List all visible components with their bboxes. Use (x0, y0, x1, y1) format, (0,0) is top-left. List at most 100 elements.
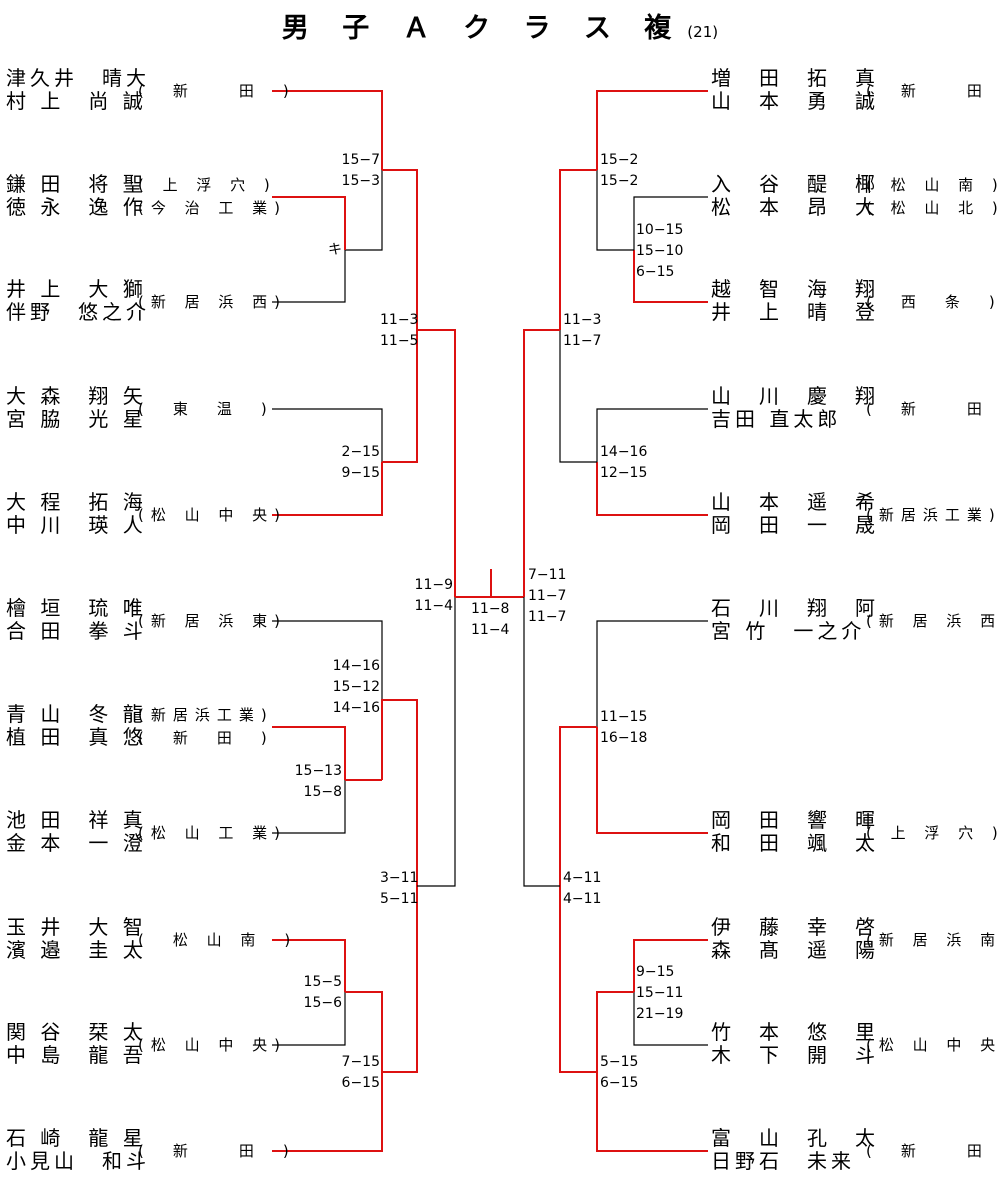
score-final: 11−8 11−4 (471, 601, 510, 638)
score-left-r1-a: 15−7 15−3 (341, 152, 380, 189)
player-name: 竹 本 悠 里 (711, 1020, 879, 1044)
school-name: (新居浜工業) (138, 706, 274, 724)
player-name: 石 川 翔 阿 (711, 596, 879, 620)
bracket-line (272, 992, 346, 1046)
bracket-line (345, 991, 383, 1072)
bracket-line (272, 939, 346, 992)
player-name: 和 田 颯 太 (711, 831, 879, 855)
school-name: ( 松 山 南 ) (866, 176, 1000, 194)
bracket-line (596, 462, 708, 516)
bracket-line (633, 992, 708, 1046)
score-right-sf: 7−11 11−7 11−7 (528, 567, 567, 625)
player-name: 越 智 海 翔 (711, 277, 879, 301)
bracket-line (633, 196, 708, 250)
bracket-line (596, 1072, 708, 1152)
bracket-line (596, 90, 708, 170)
score-right-r2-a: 15−2 15−2 (600, 152, 639, 189)
school-name: ( 新 田 ) (866, 400, 1000, 418)
bracket-line (272, 780, 346, 834)
score-left-r2-d: 7−15 6−15 (341, 1054, 380, 1091)
player-name: 宮 脇 光 星 (6, 407, 147, 431)
school-name: ( 新 田 ) (138, 82, 296, 100)
bracket-line (559, 886, 597, 1073)
score-left-r1-c: 15−13 15−8 (294, 763, 342, 800)
player-name: 井 上 大 獅 (6, 277, 147, 301)
player-name: 増 田 拓 真 (711, 66, 879, 90)
player-name: 津久井 晴大 (6, 66, 150, 90)
player-name: 富 山 孔 太 (711, 1126, 879, 1150)
school-name: ( 新 田 ) (866, 82, 1000, 100)
school-name: ( 新 田 ) (138, 729, 274, 747)
player-name: 青 山 冬 龍 (6, 702, 147, 726)
player-name: 関 谷 栞 太 (6, 1020, 147, 1044)
bracket-line (345, 170, 383, 251)
player-name: 山 川 慶 翔 (711, 384, 879, 408)
school-name: (松 山 工 業) (138, 824, 288, 842)
school-name: ( 新 田 ) (138, 1142, 296, 1160)
score-right-r2-d: 5−15 6−15 (600, 1054, 639, 1091)
player-name: 濱 邉 圭 太 (6, 938, 147, 962)
player-name: 入 谷 醍 椰 (711, 172, 879, 196)
player-name: 大 森 翔 矢 (6, 384, 147, 408)
player-name: 岡 田 響 暉 (711, 808, 879, 832)
bracket-line (596, 170, 634, 251)
bracket-line (272, 408, 383, 462)
player-name: 森 髙 遥 陽 (711, 938, 879, 962)
player-name: 石 崎 龍 星 (6, 1126, 147, 1150)
school-name: (今 治 工 業) (138, 199, 288, 217)
bracket-line (382, 886, 418, 1073)
school-name: (松 山 中 央) (138, 1036, 288, 1054)
entry-count: (21) (687, 23, 719, 41)
bracket-line (633, 250, 708, 303)
player-name: 鎌 田 将 聖 (6, 172, 147, 196)
score-right-r1-a: 10−15 15−10 6−15 (636, 222, 684, 280)
score-right-r2-c: 11−15 16−18 (600, 709, 648, 746)
score-left-r1-d: 15−5 15−6 (303, 974, 342, 1011)
player-name: 玉 井 大 智 (6, 915, 147, 939)
school-name: (新 居 浜 南) (866, 931, 1000, 949)
bracket-line (559, 726, 597, 886)
school-name: ( 上 浮 穴 ) (138, 176, 277, 194)
bracket-line (381, 699, 418, 886)
school-name: (新 居 浜 東) (138, 612, 288, 630)
bracket-line (272, 250, 346, 303)
player-name: 植 田 真 悠 (6, 725, 147, 749)
bracket-line (272, 1072, 383, 1152)
score-left-r3-a: 11−9 11−4 (414, 577, 453, 614)
player-name: 中 川 瑛 人 (6, 513, 147, 537)
score-right-r3-a: 11−3 11−7 (563, 312, 602, 349)
bracket-line (559, 169, 597, 330)
bracket-line (596, 991, 634, 1072)
school-name: (松 山 中 央) (866, 1036, 1000, 1054)
bracket-line (559, 330, 597, 463)
bracket-line (382, 169, 418, 330)
bracket-line (523, 597, 560, 887)
bracket-line (272, 726, 346, 780)
bracket-line (272, 462, 383, 516)
bracket-line (417, 597, 456, 887)
player-name: 村 上 尚 誠 (6, 89, 147, 113)
player-name: 合 田 拳 斗 (6, 619, 147, 643)
player-name: 日野石 未来 (711, 1149, 855, 1173)
player-name: 井 上 晴 登 (711, 300, 879, 324)
player-name: 山 本 遥 希 (711, 490, 879, 514)
bracket-line (417, 329, 456, 597)
score-left-r2-a: 11−3 11−5 (380, 312, 419, 349)
player-name: 松 本 昂 大 (711, 195, 879, 219)
school-name: (松 山 中 央) (138, 506, 288, 524)
score-right-r1-b: 9−15 15−11 21−19 (636, 964, 684, 1022)
score-right-r3-b: 4−11 4−11 (563, 870, 602, 907)
bracket-line (596, 727, 708, 834)
player-name: 大 程 拓 海 (6, 490, 147, 514)
school-name: ( 上 浮 穴 ) (866, 824, 1000, 842)
bracket-line (272, 90, 383, 170)
score-left-r3-b: 3−11 5−11 (380, 870, 419, 907)
bracket-line (523, 329, 560, 597)
school-name: ( 西 条 ) (866, 293, 1000, 311)
player-name: 木 下 開 斗 (711, 1043, 879, 1067)
bracket-line (596, 620, 708, 727)
bracket-line (596, 408, 708, 462)
player-name: 徳 永 逸 作 (6, 195, 147, 219)
player-name: 池 田 祥 真 (6, 808, 147, 832)
player-name: 岡 田 一 晟 (711, 513, 879, 537)
